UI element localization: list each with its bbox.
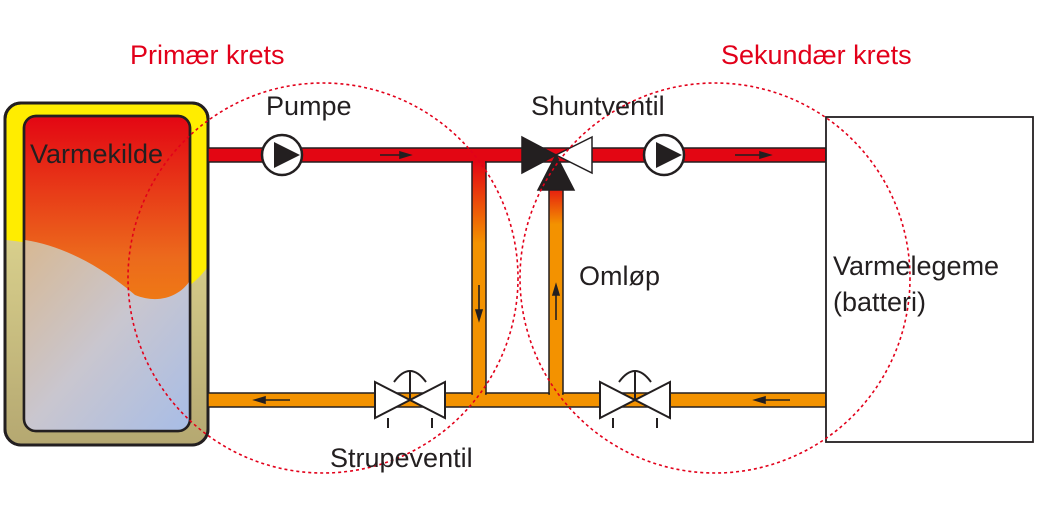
- pump-triangle: [274, 142, 300, 168]
- valve-right-icon: [632, 380, 671, 420]
- throttle-valve-primary[interactable]: [374, 370, 446, 428]
- shunt-valve-label: Shuntventil: [531, 91, 665, 121]
- shunt-valve-bypass-icon: [536, 153, 576, 191]
- tank-cold-zone: [25, 240, 189, 430]
- arrow-return-secondary: [752, 395, 790, 405]
- arrow-supply-primary: [380, 150, 413, 160]
- primary-cross-pipe: [471, 161, 487, 395]
- return-pipe: [207, 392, 827, 408]
- valve-handle-icon: [393, 370, 427, 383]
- arrow-bypass-up: [551, 282, 561, 320]
- heat-source-tank: [3, 101, 210, 447]
- primary-circuit-boundary: [127, 82, 519, 474]
- flow-arrows: [252, 150, 790, 405]
- bypass-label: Omløp: [579, 261, 660, 291]
- shunt-valve-outlet-icon: [554, 135, 593, 175]
- tee-bottom-right: [550, 392, 562, 406]
- arrow-return-primary: [252, 395, 290, 405]
- valve-handle-icon: [618, 370, 652, 383]
- heat-source-label: Varmekilde: [30, 139, 163, 169]
- tank-inner-outline: [22, 114, 192, 433]
- heater-label-line1: Varmelegeme: [833, 251, 999, 281]
- secondary-circuit-label: Sekundær krets: [721, 40, 912, 70]
- primary-circuit-label: Primær krets: [130, 40, 285, 70]
- pump-label: Pumpe: [266, 91, 352, 121]
- valve-left-icon: [374, 380, 413, 420]
- throttle-valve-secondary[interactable]: [599, 370, 671, 428]
- arrow-cross-down: [474, 285, 484, 323]
- arrow-supply-secondary: [735, 150, 773, 160]
- throttle-valve-label: Strupeventil: [330, 443, 473, 473]
- secondary-circuit-boundary: [519, 82, 911, 474]
- heater-label-line2: (batteri): [833, 287, 926, 317]
- pump-secondary[interactable]: [642, 133, 686, 177]
- heater-box: [825, 116, 1034, 443]
- pump-primary[interactable]: [260, 133, 304, 177]
- tee-top: [473, 149, 485, 163]
- valve-right-icon: [407, 380, 446, 420]
- pump-triangle: [656, 142, 682, 168]
- shunt-valve-inlet-icon: [521, 135, 558, 175]
- valve-left-icon: [599, 380, 638, 420]
- tank-outline: [3, 101, 210, 447]
- shunt-valve[interactable]: [521, 135, 593, 191]
- tee-bottom-left: [473, 392, 485, 406]
